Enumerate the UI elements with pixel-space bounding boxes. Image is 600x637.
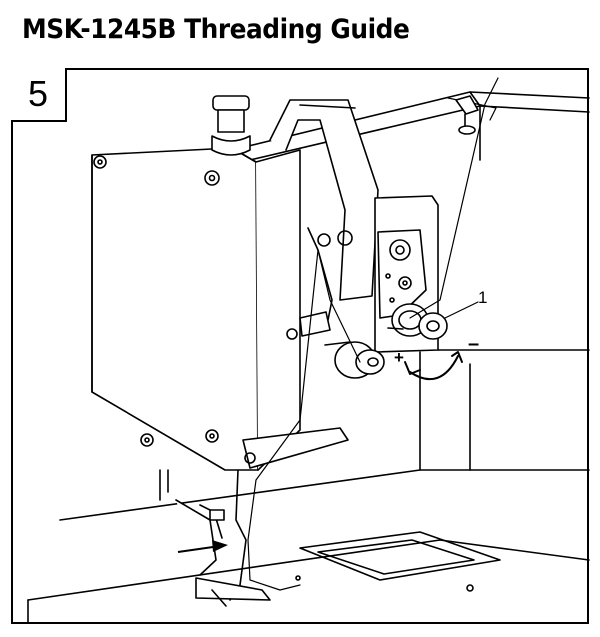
needle-pointer-arrow-icon: [212, 540, 228, 552]
callout-label-1: 1: [478, 288, 487, 307]
page-title: MSK-1245B Threading Guide: [22, 14, 410, 45]
step-number: 5: [27, 73, 49, 114]
tension-plus-sign: +: [394, 348, 404, 367]
tension-minus-sign: –: [468, 333, 479, 355]
step-number-box: 5: [11, 68, 67, 122]
illustration-frame: [11, 68, 589, 624]
